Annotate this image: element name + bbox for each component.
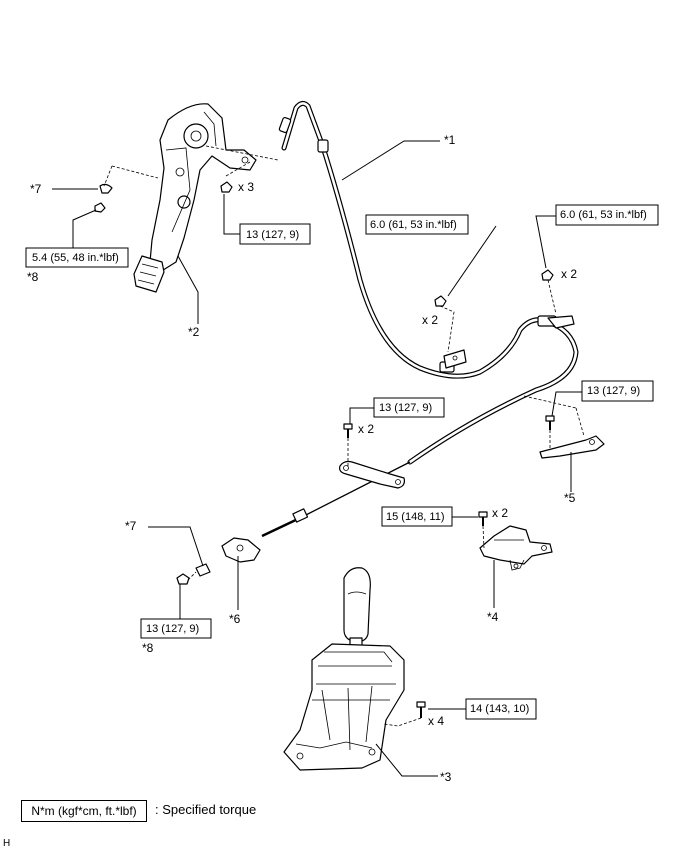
shift-cable [261,100,579,538]
callout-p6: *6 [229,612,241,626]
brake-pedal-assy [133,103,257,293]
torque-label-left-mid: 13 (127, 9) [373,397,445,418]
torque-label-mid: 6.0 (61, 53 in.*lbf) [365,214,469,235]
svg-text:14 (143, 10): 14 (143, 10) [470,703,529,715]
callout-p8-upper: *8 [27,270,39,284]
torque-label-p4: 15 (148, 11) [381,506,453,527]
clamp-p6 [221,537,261,563]
torque-legend-text: : Specified torque [155,802,257,817]
bracket-p4 [479,525,553,571]
torque-label-lower-left: 13 (127, 9) [140,618,212,639]
figure-code: H [3,838,11,849]
qty-shifter: x 4 [428,714,444,728]
svg-text:13 (127, 9): 13 (127, 9) [246,229,299,241]
svg-text:6.0 (61, 53 in.*lbf): 6.0 (61, 53 in.*lbf) [370,219,457,231]
svg-text:13 (127, 9): 13 (127, 9) [379,402,432,414]
callout-p1: *1 [444,133,456,147]
callout-p7-lower: *7 [125,519,137,533]
leader-lines [52,140,582,777]
small-parts [94,181,555,718]
cable-bracket-mid [339,460,405,489]
callout-p7-upper: *7 [30,182,42,196]
qty-pedal-nut: x 3 [238,180,254,194]
qty-left-mid: x 2 [358,422,374,436]
torque-label-pedal-left: 5.4 (55, 48 in.*lbf) [25,247,129,268]
torque-legend-box: N*m (kgf*cm, ft.*lbf) [21,800,147,822]
callout-p2: *2 [188,325,200,339]
qty-mid-nut: x 2 [422,313,438,327]
svg-text:5.4 (55, 48 in.*lbf): 5.4 (55, 48 in.*lbf) [32,252,119,264]
torque-label-pedal-nut: 13 (127, 9) [239,223,311,245]
qty-p4: x 2 [492,506,508,520]
callout-p8-lower: *8 [142,641,154,655]
svg-text:13 (127, 9): 13 (127, 9) [146,623,199,635]
callout-p3: *3 [440,770,452,784]
torque-label-right-top: 6.0 (61, 53 in.*lbf) [555,204,659,226]
callout-p5: *5 [564,491,576,505]
svg-text:13 (127, 9): 13 (127, 9) [587,385,640,397]
svg-text:15 (148, 11): 15 (148, 11) [386,511,445,523]
torque-label-shifter: 14 (143, 10) [465,698,537,720]
svg-text:6.0 (61, 53 in.*lbf): 6.0 (61, 53 in.*lbf) [560,209,647,221]
torque-label-right-mid: 13 (127, 9) [581,380,654,402]
bracket-p5 [539,435,605,459]
qty-right-top: x 2 [561,267,577,281]
callout-p4: *4 [487,610,499,624]
shift-lever-assy [283,567,405,771]
install-lines [103,145,585,727]
